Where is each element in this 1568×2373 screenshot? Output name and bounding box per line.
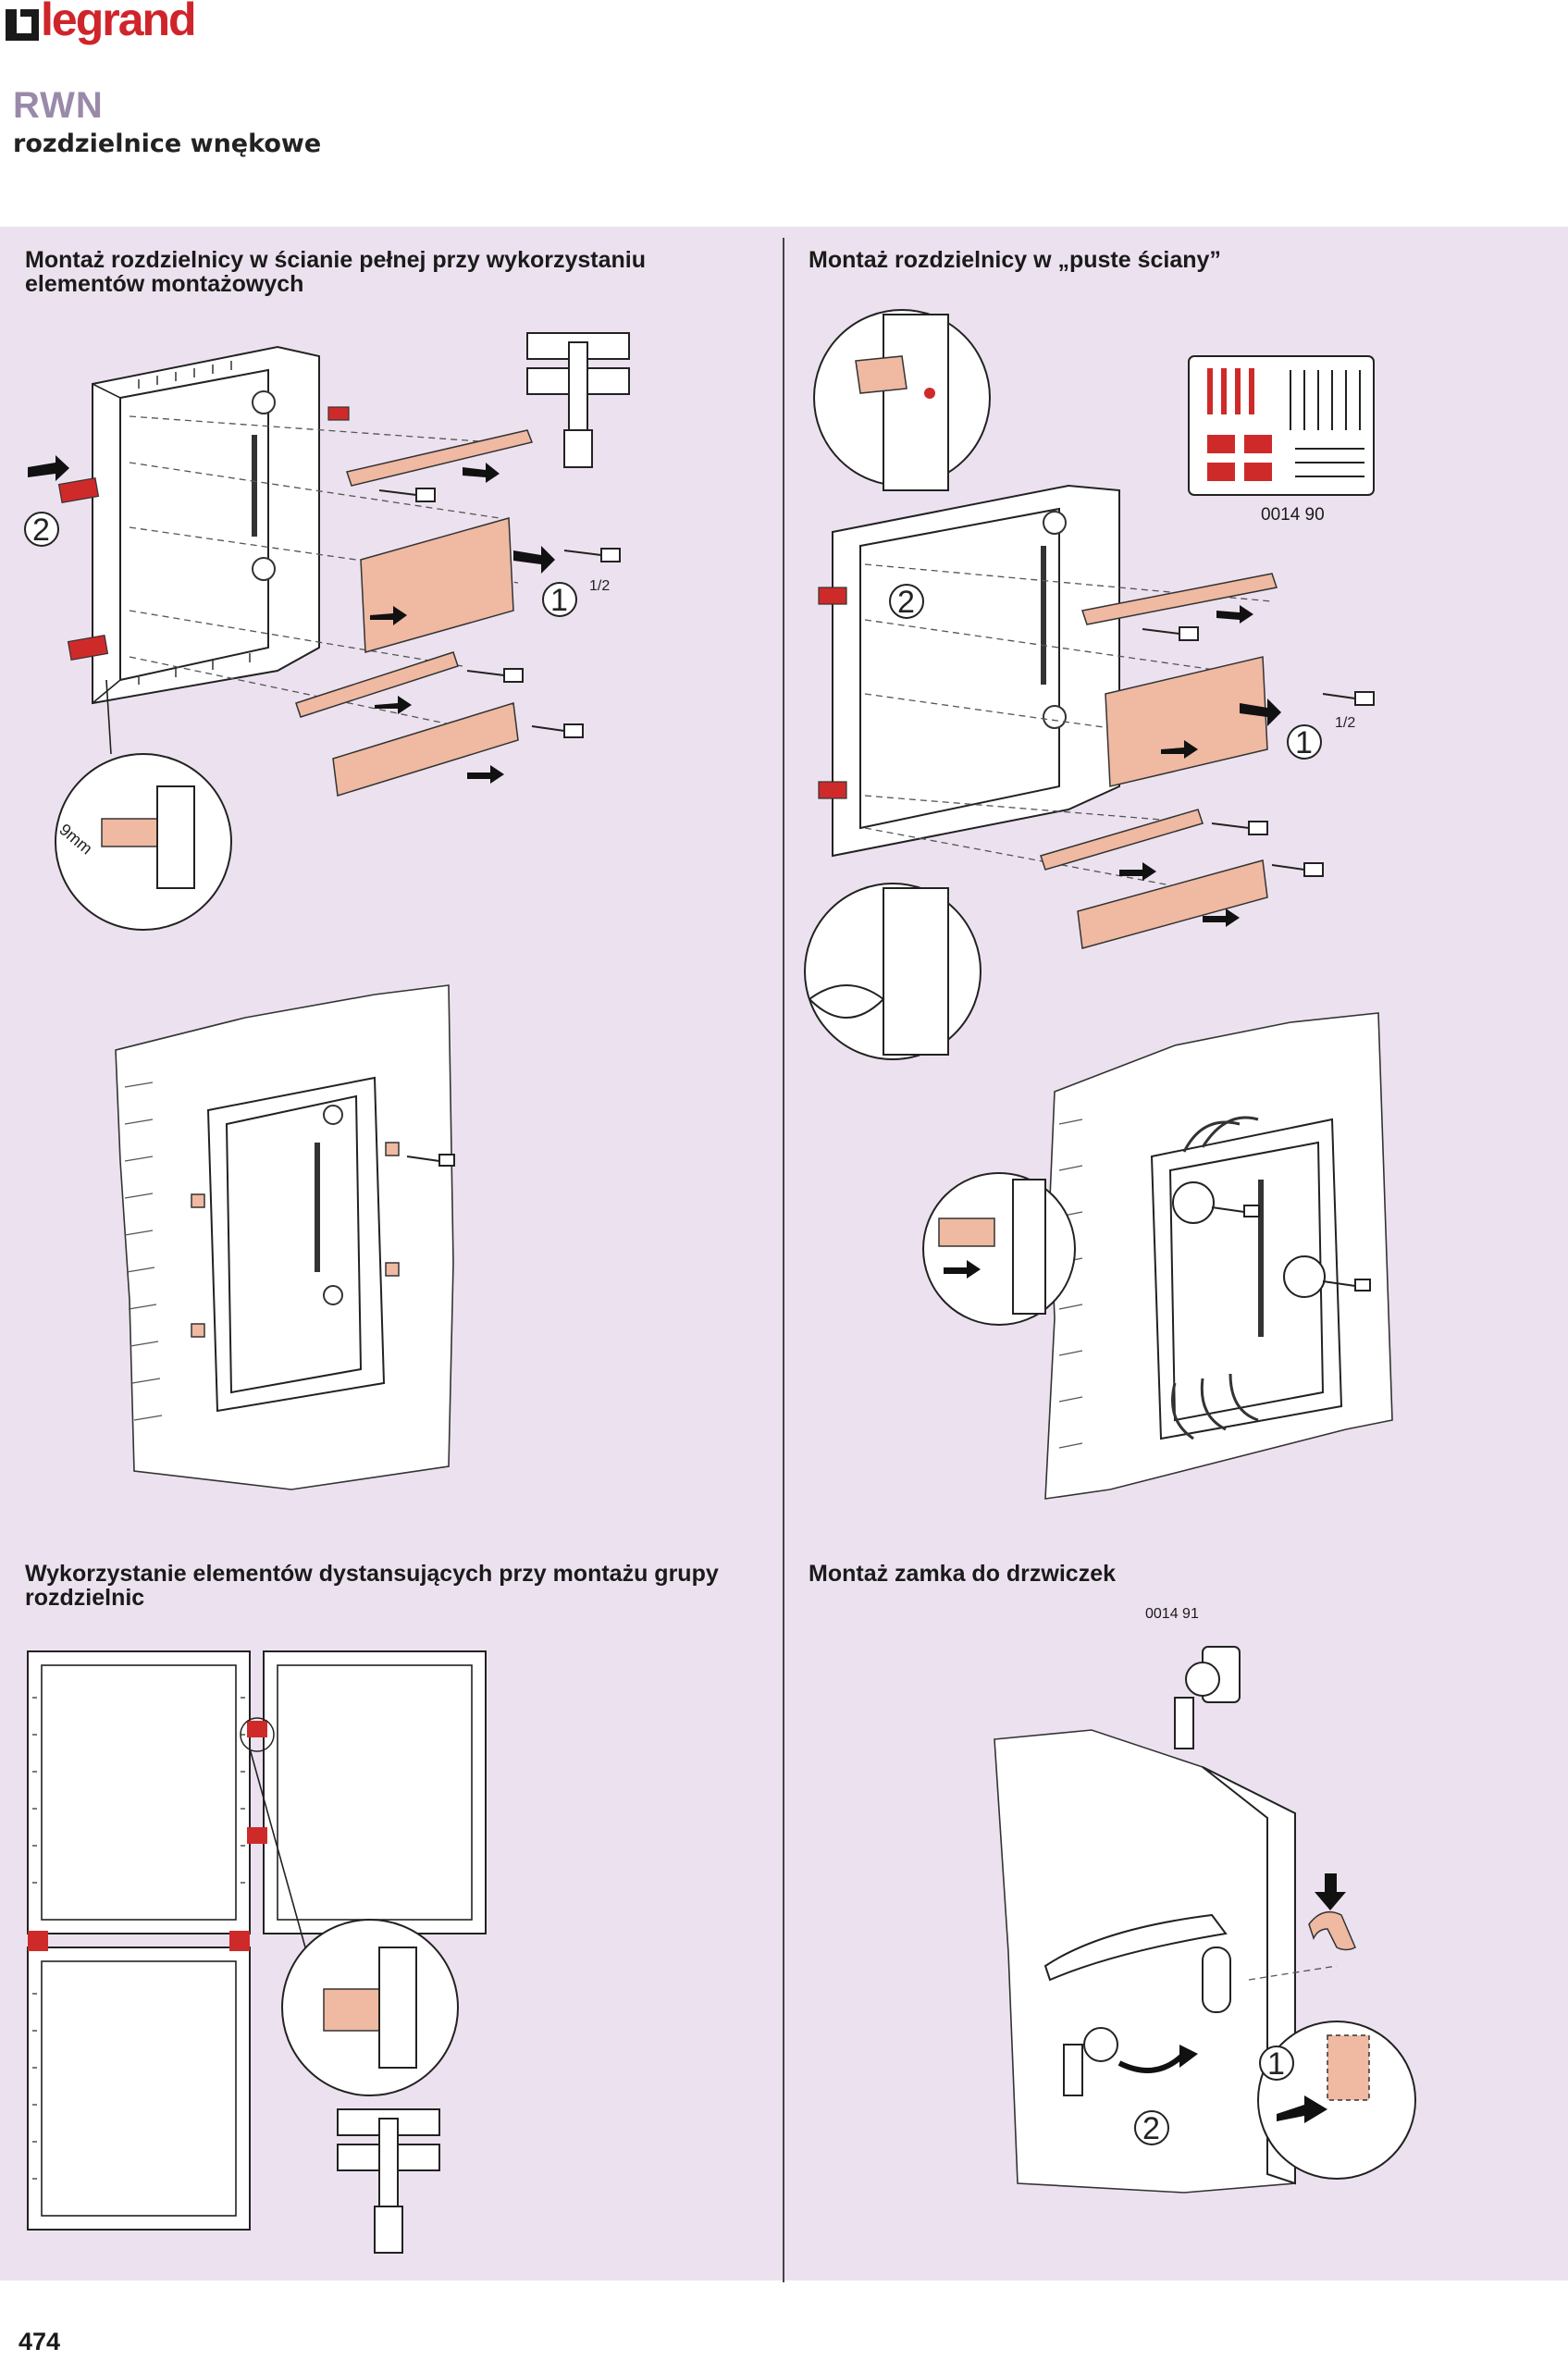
half-turn-label-b: 1/2 — [1335, 715, 1355, 731]
lock-step-2-label: 2 — [1142, 2111, 1160, 2146]
series-title: RWN — [13, 85, 104, 126]
section-heading-spacers: Wykorzystanie elementów dystansujących p… — [25, 1561, 719, 1611]
series-subtitle: rozdzielnice wnękowe — [13, 130, 322, 158]
section-heading-door-lock: Montaż zamka do drzwiczek — [809, 1561, 1117, 1587]
logo-text: legrand — [41, 0, 197, 45]
half-turn-label: 1/2 — [589, 578, 610, 594]
brand-logo: legrand — [0, 0, 199, 56]
logo-mark-icon — [6, 9, 39, 41]
step-2-label-b: 2 — [897, 585, 915, 620]
lock-step-1-label: 1 — [1267, 2046, 1285, 2082]
column-divider — [783, 238, 784, 2282]
catalog-ref-lock: 0014 91 — [1145, 1606, 1199, 1622]
section-heading-hollow-wall: Montaż rozdzielnicy w „puste ściany” — [809, 247, 1221, 273]
illustration-spacers-group — [27, 1650, 487, 2254]
step-2-label: 2 — [32, 513, 50, 548]
illustration-hollow-wall-exploded: 2 1 1/2 — [804, 309, 1375, 1060]
step-1-label-b: 1 — [1295, 725, 1313, 760]
illustration-solid-wall-installed — [115, 984, 455, 1490]
step-1-label: 1 — [550, 583, 568, 618]
catalog-ref-hollow-wall: 0014 90 — [1261, 505, 1325, 525]
illustration-solid-wall-exploded: 2 1 1/2 9mm — [24, 332, 630, 931]
page-number: 474 — [19, 2328, 61, 2355]
illustration-door-lock: 2 1 — [994, 1646, 1416, 2194]
section-heading-solid-wall: Montaż rozdzielnicy w ścianie pełnej prz… — [25, 247, 647, 297]
illustration-hollow-wall-installed — [922, 1012, 1393, 1500]
